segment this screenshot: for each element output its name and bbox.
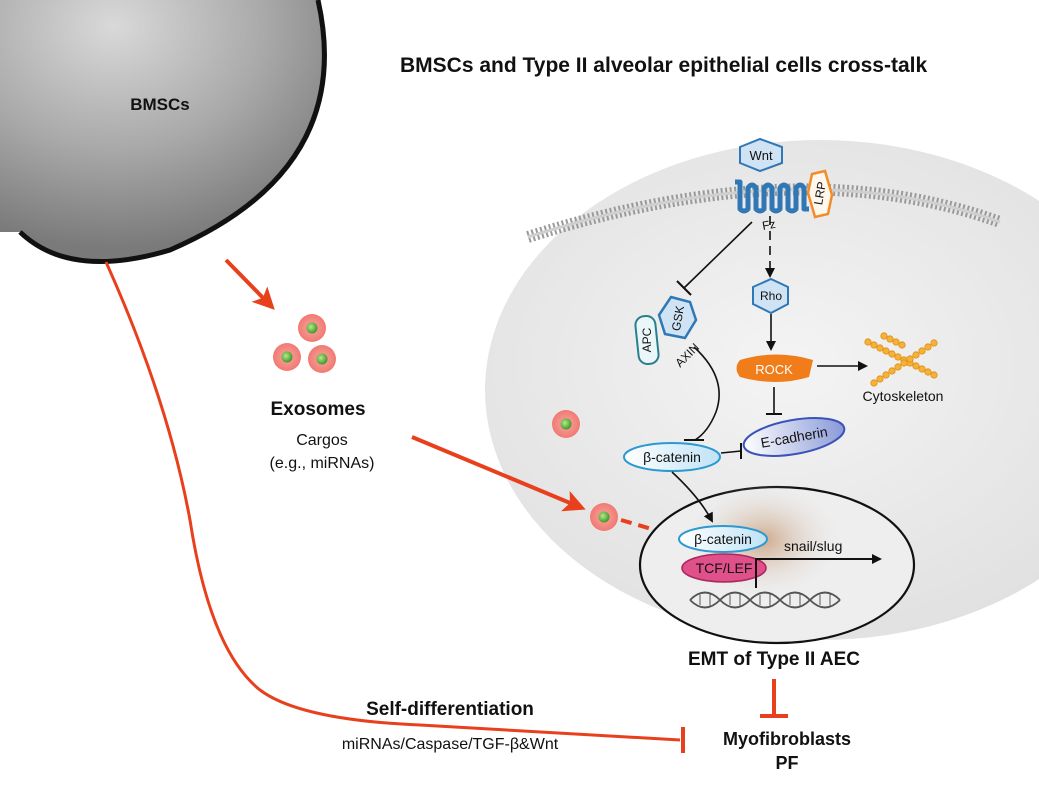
emt-label: EMT of Type II AEC	[688, 649, 860, 670]
rho-protein: Rho	[752, 277, 789, 315]
svg-text:TCF/LEF: TCF/LEF	[696, 560, 753, 576]
exosomes-label: Exosomes	[270, 399, 365, 420]
svg-text:LRP: LRP	[811, 181, 829, 206]
cargos-label: Cargos	[296, 432, 348, 449]
frizzled-receptor	[735, 179, 809, 214]
gsk-protein: GSK	[657, 295, 698, 340]
dna-helix	[689, 591, 841, 609]
self-differentiation-path	[104, 261, 681, 742]
exosome-free	[552, 410, 580, 438]
transcription-arrow	[755, 554, 882, 588]
exosome-inhibition-line	[620, 518, 663, 534]
tcf-lef-factor: TCF/LEF	[681, 553, 767, 583]
gsk-bcatenin-inhibition	[693, 346, 720, 441]
exosome-target	[590, 503, 618, 531]
myofibroblasts-label: Myofibroblasts	[723, 729, 851, 749]
exosome-cluster	[273, 314, 336, 373]
bcatenin-translocation	[671, 471, 713, 523]
secretion-arrow	[224, 258, 275, 310]
diagram-title: BMSCs and Type II alveolar epithelial ce…	[400, 54, 927, 77]
cargos-example-label: (e.g., miRNAs)	[270, 455, 375, 472]
snail-slug-label: snail/slug	[784, 538, 842, 554]
beta-catenin-nuclear: β-catenin	[678, 525, 768, 553]
svg-text:Rho: Rho	[760, 289, 782, 303]
svg-text:ROCK: ROCK	[755, 362, 793, 377]
bcatenin-ecadherin-inhibition	[720, 450, 742, 454]
svg-text:β-catenin: β-catenin	[694, 531, 752, 547]
beta-catenin-protein: β-catenin	[623, 442, 721, 472]
type2-aec-cell	[485, 140, 1039, 640]
e-cadherin-protein: E-cadherin	[742, 417, 846, 457]
bmscs-label: BMSCs	[130, 95, 190, 114]
cytoskeleton-label: Cytoskeleton	[863, 388, 944, 404]
bmsc-cell	[0, 0, 325, 262]
self-differentiation-mechanisms: miRNAs/Caspase/TGF-β&Wnt	[342, 736, 559, 753]
self-differentiation-label: Self-differentiation	[366, 699, 534, 720]
fz-label: Fz	[761, 217, 777, 233]
wnt-ligand: Wnt	[739, 137, 783, 173]
svg-text:GSK: GSK	[669, 305, 687, 332]
svg-text:APC: APC	[640, 327, 654, 352]
cytoskeleton-filaments	[864, 332, 938, 387]
delivery-arrow	[411, 435, 586, 512]
pf-label: PF	[775, 753, 798, 773]
apc-protein: APC	[634, 314, 660, 366]
svg-text:β-catenin: β-catenin	[643, 449, 701, 465]
fz-gsk-inhibition	[683, 221, 753, 289]
lrp-coreceptor: LRP	[806, 169, 834, 219]
svg-text:Wnt: Wnt	[749, 148, 773, 163]
rock-protein: ROCK	[736, 354, 813, 382]
